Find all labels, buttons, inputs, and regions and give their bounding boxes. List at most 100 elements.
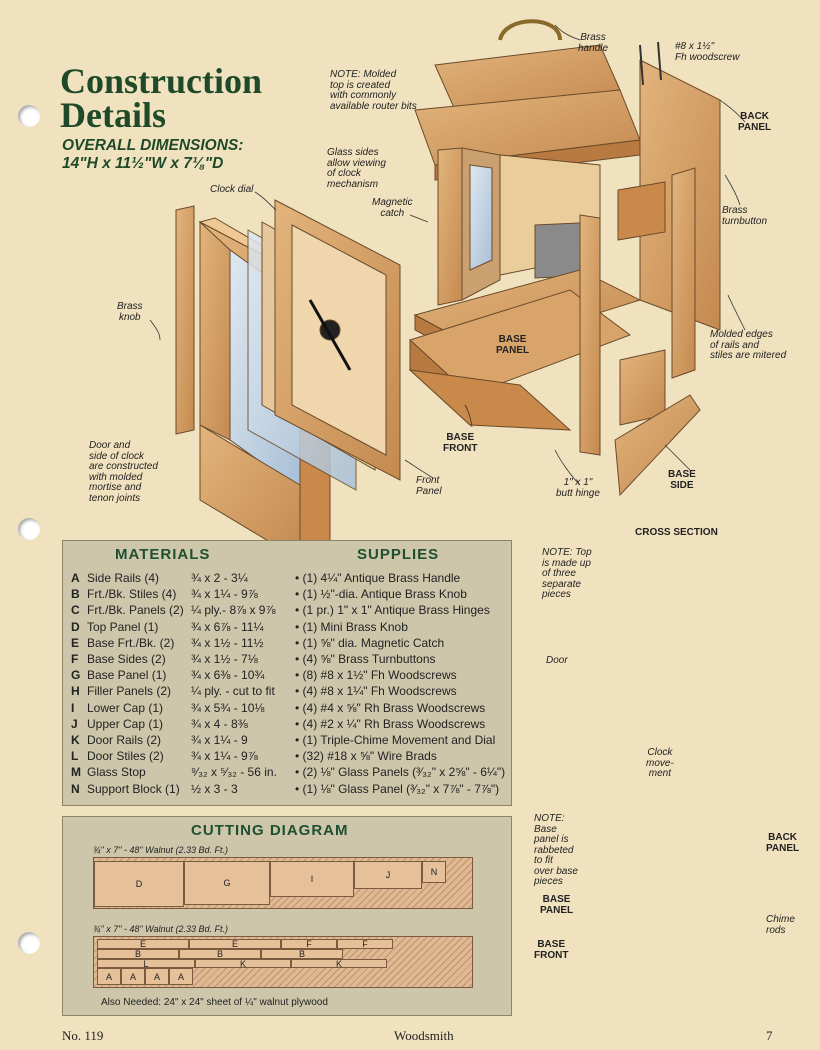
board1-label: ¾" x 7" - 48" Walnut (2.33 Bd. Ft.) <box>93 845 228 855</box>
label-magnetic-catch: Magnetic catch <box>372 197 413 219</box>
supply-item: • (1) ⅛" Glass Panel (³⁄₃₂" x 7⅞" - 7⅞") <box>295 781 500 796</box>
label-brass-handle: Brass handle <box>578 32 609 54</box>
material-letter: K <box>71 733 80 747</box>
material-size: ¾ x 6⅜ - 10¾ <box>191 668 265 683</box>
glass-and-panels <box>247 199 401 491</box>
binder-hole-top <box>18 105 40 127</box>
leader-lines <box>149 24 746 486</box>
piece-e1: E <box>97 939 189 949</box>
cs-back-panel: BACK PANEL <box>766 832 800 854</box>
label-clock-dial: Clock dial <box>210 184 254 195</box>
material-name: Base Panel (1) <box>87 668 167 683</box>
piece-d: D <box>94 861 184 907</box>
supply-item: • (4) #8 x 1¼" Fh Woodscrews <box>295 684 457 699</box>
label-base-front: BASE FRONT <box>443 432 478 454</box>
cs-chime-rods: Chime rods <box>766 914 795 936</box>
label-brass-knob: Brass knob <box>117 301 143 323</box>
piece-a2: A <box>121 968 145 985</box>
piece-j: J <box>354 861 422 889</box>
page-title: Construction Details <box>60 61 263 135</box>
piece-a4: A <box>169 968 193 985</box>
material-letter: D <box>71 619 80 634</box>
supply-item: • (32) #18 x ⅝" Wire Brads <box>295 749 437 764</box>
label-woodscrew: #8 x 1½" Fh woodscrew <box>675 41 740 63</box>
supply-item: • (1) Triple-Chime Movement and Dial <box>295 733 496 747</box>
supply-item: • (1) Mini Brass Knob <box>295 619 408 634</box>
piece-g: G <box>184 861 270 905</box>
material-name: Frt./Bk. Panels (2) <box>87 603 184 618</box>
material-name: Upper Cap (1) <box>87 716 164 731</box>
overall-dimensions: OVERALL DIMENSIONS: 14"H x 11½"W x 7⅛"D <box>62 137 244 172</box>
material-name: Door Rails (2) <box>87 733 162 747</box>
material-letter: J <box>71 716 78 731</box>
supply-item: • (1) ⅝" dia. Magnetic Catch <box>295 635 445 650</box>
label-butt-hinge: 1" x 1" butt hinge <box>556 477 600 499</box>
piece-b2: B <box>179 949 261 959</box>
cs-clock-movement: Clock move- ment <box>646 747 674 779</box>
brass-handle <box>498 19 562 41</box>
cs-base-front: BASE FRONT <box>534 939 569 961</box>
material-letter: M <box>71 765 81 780</box>
cs-base-panel: BASE PANEL <box>540 894 574 916</box>
cs-note-base: NOTE: Base panel is rabbeted to fit over… <box>534 813 578 887</box>
material-size: ¾ x 5¾ - 10⅛ <box>191 700 265 715</box>
cross-section-title: CROSS SECTION <box>635 527 718 538</box>
material-size: ¾ x 2 - 3¼ <box>191 571 248 585</box>
material-size: ¾ x 6⅞ - 11¼ <box>191 619 264 634</box>
material-name: Side Rails (4) <box>87 571 160 585</box>
supply-item: • (1) ½"-dia. Antique Brass Knob <box>295 587 467 602</box>
label-glass-sides: Glass sides allow viewing of clock mecha… <box>327 147 386 190</box>
screws <box>639 41 662 86</box>
binder-hole-bottom <box>18 932 40 954</box>
piece-n: N <box>422 861 446 883</box>
board-1: D G I J N <box>93 857 473 909</box>
material-letter: B <box>71 587 80 602</box>
material-letter: E <box>71 635 80 650</box>
label-brass-turnbutton: Brass turnbutton <box>722 205 768 227</box>
exploded-view-drawing <box>149 19 746 540</box>
material-size: ¼ ply.- 8⅞ x 9⅞ <box>191 603 276 618</box>
cutting-diagram-box: CUTTING DIAGRAM ¾" x 7" - 48" Walnut (2.… <box>62 816 512 1016</box>
material-name: Top Panel (1) <box>87 619 159 634</box>
piece-a3: A <box>145 968 169 985</box>
label-door-note: Door and side of clock are constructed w… <box>89 440 158 504</box>
supply-item: • (1) 4¼" Antique Brass Handle <box>295 571 461 585</box>
cutting-diagram-heading: CUTTING DIAGRAM <box>191 822 349 839</box>
supply-item: • (2) ⅛" Glass Panels (³⁄₃₂" x 2⅝" - 6¼"… <box>295 765 506 780</box>
label-front-panel: Front Panel <box>416 475 442 497</box>
label-note-top: NOTE: Molded top is created with commonl… <box>330 69 417 112</box>
material-size: ¾ x 1¼ - 9 <box>191 733 248 747</box>
piece-b1: B <box>97 949 179 959</box>
material-name: Base Frt./Bk. (2) <box>87 635 175 650</box>
footer-magazine: Woodsmith <box>394 1028 454 1043</box>
cs-note-top: NOTE: Top is made up of three separate p… <box>542 547 592 600</box>
piece-f1: F <box>281 939 337 949</box>
board-2: E E F F B B B L K K A A A A <box>93 936 473 988</box>
material-size: ⁹⁄₃₂ x ⁵⁄₃₂ - 56 in. <box>191 765 277 780</box>
material-size: ¾ x 1¼ - 9⅞ <box>191 587 258 602</box>
material-letter: G <box>71 668 81 683</box>
cs-door: Door <box>546 655 568 666</box>
piece-k2: K <box>291 959 387 969</box>
label-base-panel: BASE PANEL <box>496 334 530 356</box>
label-molded-edges: Molded edges of rails and stiles are mit… <box>710 329 787 361</box>
material-letter: I <box>71 700 75 715</box>
material-name: Glass Stop <box>87 765 146 780</box>
piece-e2: E <box>189 939 281 949</box>
material-letter: N <box>71 781 80 796</box>
material-size: ¾ x 4 - 8⅜ <box>191 716 248 731</box>
supply-item: • (4) ⅝" Brass Turnbuttons <box>295 652 436 666</box>
material-name: Frt./Bk. Stiles (4) <box>87 587 177 602</box>
material-letter: A <box>71 571 80 585</box>
label-back-panel: BACK PANEL <box>738 111 772 133</box>
supply-item: • (8) #8 x 1½" Fh Woodscrews <box>295 668 457 683</box>
piece-f2: F <box>337 939 393 949</box>
supplies-heading: SUPPLIES <box>357 546 440 563</box>
footer-issue: No. 119 <box>62 1028 104 1043</box>
material-size: ¾ x 1½ - 7⅛ <box>191 652 258 666</box>
piece-k1: K <box>195 959 291 969</box>
material-name: Door Stiles (2) <box>87 749 164 764</box>
label-base-side: BASE SIDE <box>668 469 696 491</box>
board2-label: ¾" x 7" - 48" Walnut (2.33 Bd. Ft.) <box>93 924 228 934</box>
